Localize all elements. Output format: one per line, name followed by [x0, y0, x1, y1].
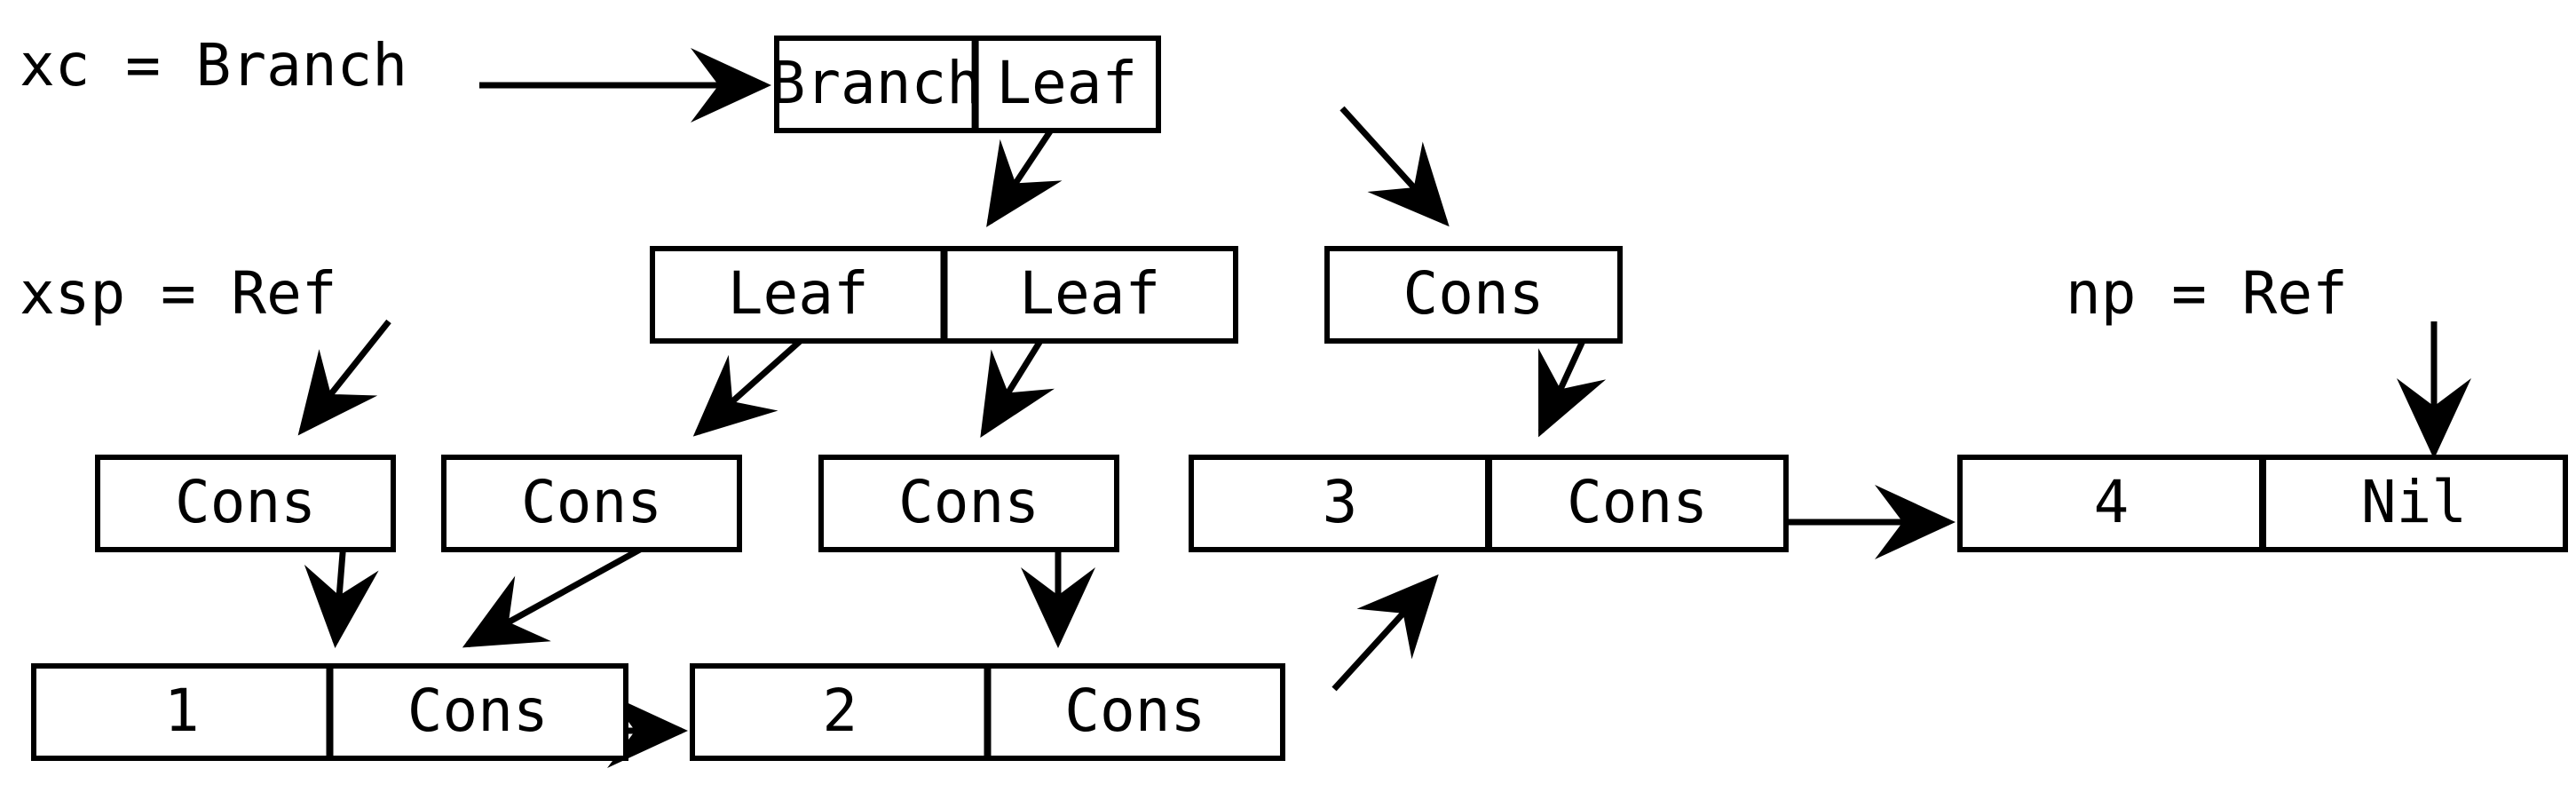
node-cons-a-outline	[95, 455, 396, 552]
cell-nil: Nil	[2361, 468, 2467, 536]
edge-xsp-to-cons-a	[297, 319, 391, 436]
node-cons-b-outline	[441, 455, 742, 552]
cell-cons-b: Cons	[521, 468, 662, 536]
edge-leaf-to-cons-tree	[1339, 106, 1450, 227]
cell-value-2: 2	[822, 677, 857, 745]
cell-cons-c: Cons	[898, 468, 1039, 536]
node-three-cons: 3 Cons	[1189, 455, 1789, 552]
cell-value-3: 3	[1323, 468, 1358, 536]
node-cons-c: Cons	[818, 455, 1119, 552]
node-cons-a: Cons	[95, 455, 396, 552]
edge-two-to-three	[1331, 574, 1439, 692]
cell-leaf-2: Leaf	[1019, 259, 1160, 328]
node-one-cons: 1 Cons	[31, 663, 628, 761]
cell-cons-a: Cons	[175, 468, 316, 536]
cell-leaf: Leaf	[996, 49, 1137, 117]
node-leaf-leaf: Leaf Leaf	[650, 246, 1238, 344]
cell-cons-tree: Cons	[1403, 259, 1545, 328]
label-np: np = Ref	[2066, 259, 2348, 328]
cell-leaf-1: Leaf	[728, 259, 869, 328]
label-xc: xc = Branch	[20, 31, 407, 99]
edges-layer	[297, 48, 2471, 768]
label-xsp: xsp = Ref	[20, 259, 337, 328]
node-cons-tree-outline	[1324, 246, 1623, 344]
node-two-cons: 2 Cons	[690, 663, 1285, 761]
cell-cons-3: Cons	[1567, 468, 1708, 536]
cell-cons-2: Cons	[1064, 677, 1205, 745]
node-cons-tree: Cons	[1324, 246, 1623, 344]
cell-value-4: 4	[2094, 468, 2130, 536]
cell-value-1: 1	[164, 677, 200, 745]
node-branch-leaf-outline	[774, 36, 1161, 133]
node-four-nil: 4 Nil	[1957, 455, 2568, 552]
cell-branch: Branch	[770, 49, 982, 117]
node-cons-c-outline	[818, 455, 1119, 552]
node-cons-b: Cons	[441, 455, 742, 552]
cell-cons-1: Cons	[407, 677, 549, 745]
labels-layer: xc = Branch xsp = Ref np = Ref	[20, 31, 2348, 328]
